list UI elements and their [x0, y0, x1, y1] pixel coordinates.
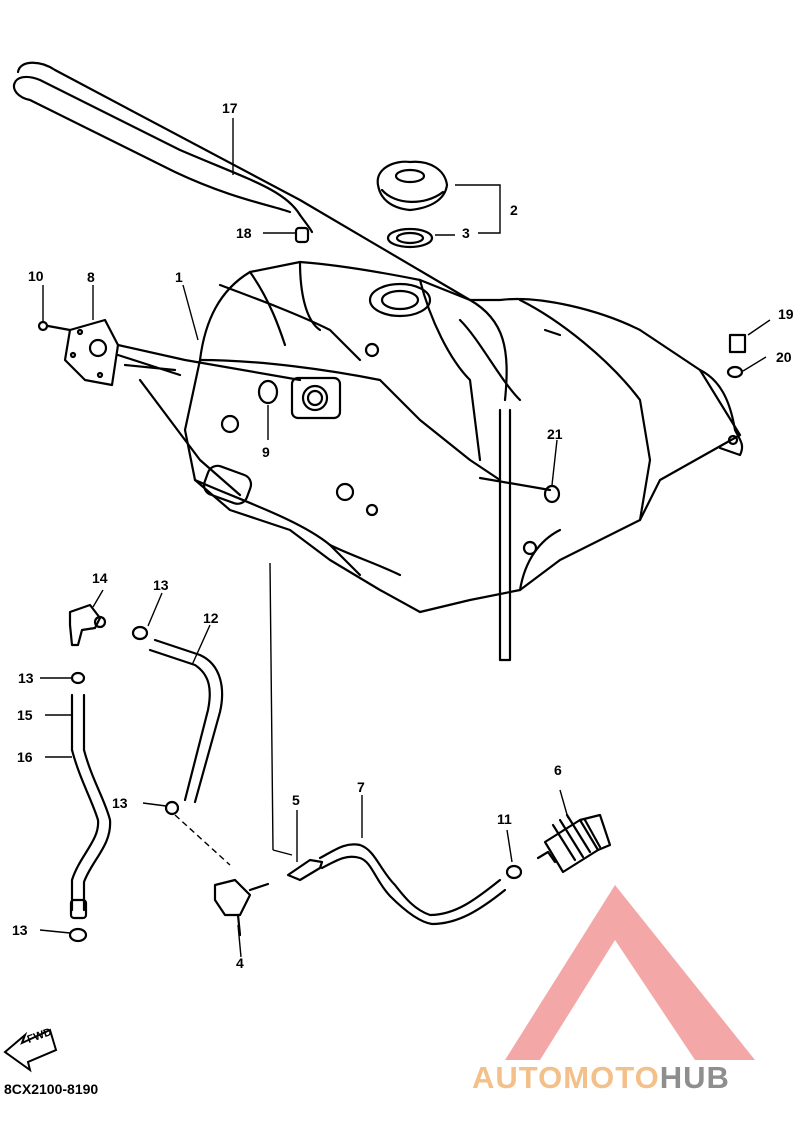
part-label-13-mid: 13	[18, 670, 34, 686]
automotohub-logo	[505, 885, 755, 1060]
breather-hose-upper	[16, 61, 508, 402]
pipe-15	[70, 693, 86, 752]
part-label-8: 8	[87, 269, 95, 285]
part-label-6: 6	[554, 762, 562, 778]
clamp-11	[505, 864, 523, 880]
part-label-10: 10	[28, 268, 44, 284]
fitting-14	[68, 603, 102, 647]
part-label-2: 2	[510, 202, 518, 218]
grommet-21	[478, 476, 552, 492]
clamp-13c	[164, 800, 180, 816]
front-arrow-icon	[3, 1028, 58, 1073]
watermark-part1: AUTOMOTO	[472, 1060, 660, 1095]
part-label-9: 9	[262, 444, 270, 460]
part-label-12: 12	[203, 610, 219, 626]
part-label-21: 21	[547, 426, 563, 442]
part-label-3: 3	[462, 225, 470, 241]
watermark-part2: HUB	[659, 1060, 730, 1095]
washer-20	[726, 365, 744, 379]
clamp-13a	[131, 625, 149, 641]
drain-hose	[498, 408, 512, 662]
part-label-18: 18	[236, 225, 252, 241]
part-label-4: 4	[236, 955, 244, 971]
part-label-7: 7	[357, 779, 365, 795]
clip-18	[294, 226, 310, 244]
filler-neck	[368, 282, 432, 318]
joint-5	[286, 858, 324, 882]
fuel-cock-4	[213, 878, 252, 917]
hose-16	[70, 748, 112, 912]
part-label-16: 16	[17, 749, 33, 765]
part-label-15: 15	[17, 707, 33, 723]
sender-unit-8	[63, 318, 120, 387]
part-label-19: 19	[778, 306, 794, 322]
breather-hose	[12, 75, 302, 217]
part-label-20: 20	[776, 349, 792, 365]
watermark-text: AUTOMOTOHUB	[472, 1060, 730, 1096]
part-label-14: 14	[92, 570, 108, 586]
fuel-tank-body	[183, 260, 742, 614]
part-label-11: 11	[497, 811, 512, 827]
part-label-13-bottom: 13	[12, 922, 28, 938]
clamp-13b	[70, 671, 86, 685]
fuel-hose-7	[318, 843, 507, 926]
fuel-cap-2	[376, 160, 449, 212]
clamp-13d	[68, 927, 88, 943]
hose-12	[148, 638, 224, 804]
gasket-3	[386, 227, 434, 249]
bolt-19	[728, 333, 747, 354]
part-label-5: 5	[292, 792, 300, 808]
sender-unit-opening	[290, 376, 342, 420]
part-label-13-top: 13	[153, 577, 169, 593]
part-label-17: 17	[222, 100, 238, 116]
part-label-13-low: 13	[112, 795, 128, 811]
screw-10	[37, 320, 49, 332]
part-label-1: 1	[175, 269, 183, 285]
gasket-9	[257, 379, 279, 405]
diagram-code: 8CX2100-8190	[4, 1081, 99, 1097]
